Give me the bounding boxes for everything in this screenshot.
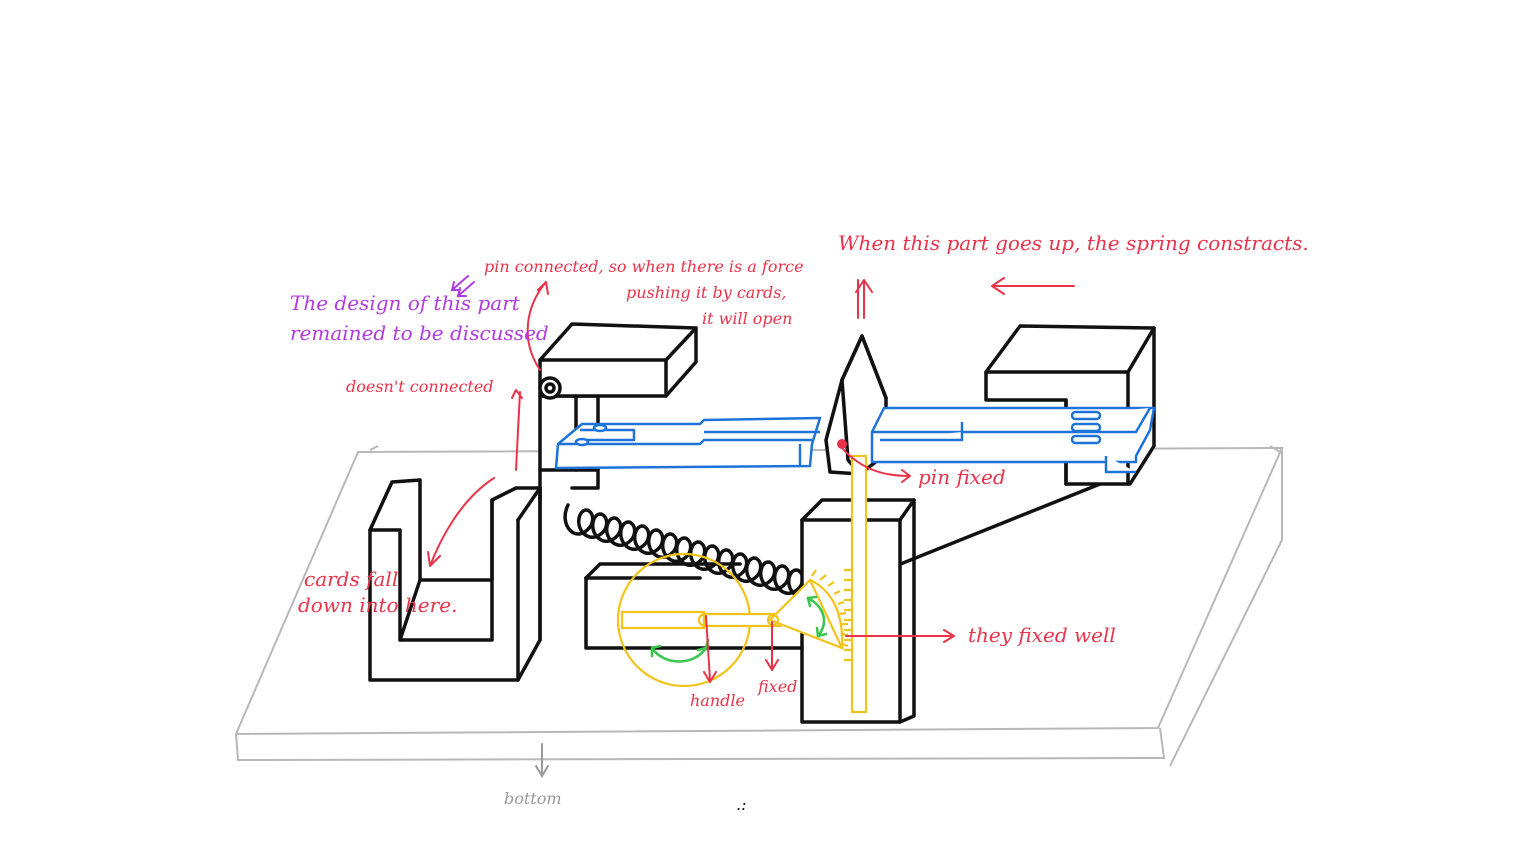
cards-note-line2: down into here. xyxy=(298,593,457,617)
fixed-label: fixed xyxy=(757,677,797,696)
bottom-label: bottom xyxy=(504,789,562,808)
discussion-arrows xyxy=(450,275,475,297)
stray-mark: .: xyxy=(736,795,746,814)
gear-housing xyxy=(584,562,804,650)
cards-note-line1: cards fall xyxy=(304,567,398,591)
annotation-arrows xyxy=(427,277,1075,683)
pin-connected-note-line1: pin connected, so when there is a force xyxy=(484,257,804,276)
pin-connected-note-line3: it will open xyxy=(702,309,792,328)
left-block xyxy=(538,322,698,642)
pin-fixed-label: pin fixed xyxy=(918,465,1006,489)
slider-left xyxy=(554,416,822,470)
not-connected-note: doesn't connected xyxy=(346,377,494,396)
design-note-line1: The design of this part xyxy=(290,291,521,315)
bottom-arrow xyxy=(535,743,549,778)
handle-label: handle xyxy=(690,691,745,710)
slider-right xyxy=(870,406,1156,474)
gear-mechanism xyxy=(616,454,868,714)
fixed-pin-icon xyxy=(837,439,847,449)
design-note-line2: remained to be discussed xyxy=(290,321,549,345)
fixed-well-label: they fixed well xyxy=(968,623,1116,647)
rotation-arrows xyxy=(650,595,828,663)
pin-connected-note-line2: pushing it by cards, xyxy=(626,283,787,302)
spring-note: When this part goes up, the spring const… xyxy=(838,231,1309,255)
